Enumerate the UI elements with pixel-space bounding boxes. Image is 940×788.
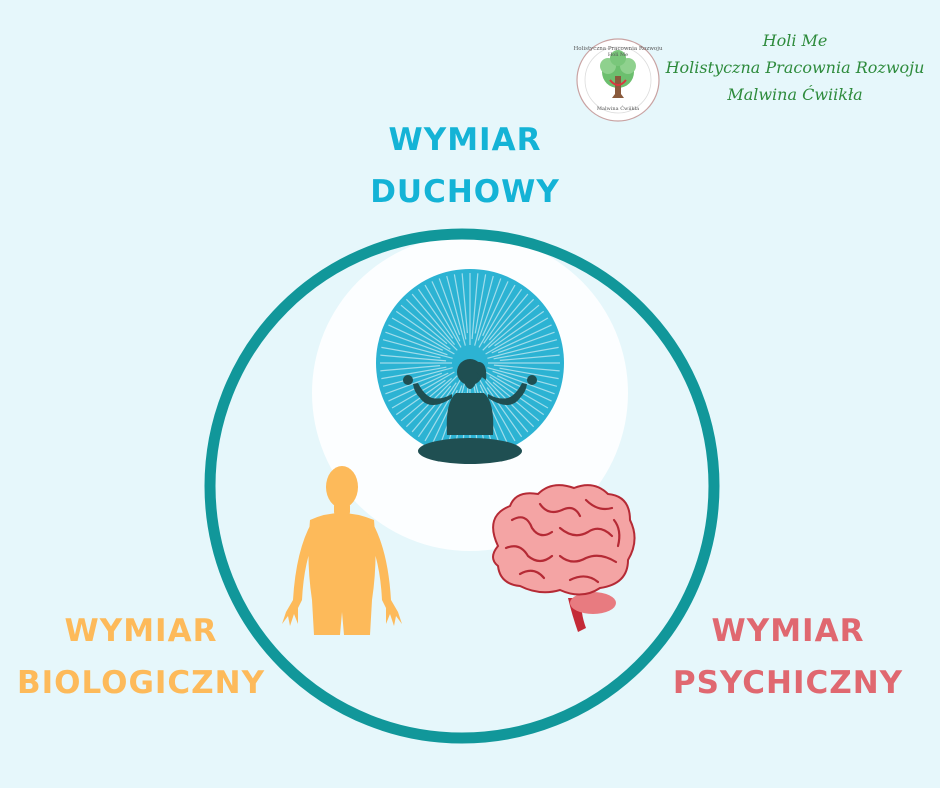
light-ray — [417, 382, 457, 438]
light-ray — [381, 346, 441, 359]
light-ray — [453, 274, 467, 340]
light-ray — [499, 354, 560, 361]
light-ray — [474, 274, 487, 334]
brand-name: Holi Me — [762, 31, 828, 50]
label-biological: WYMIAR BIOLOGICZNY — [6, 605, 276, 709]
light-ray — [431, 281, 461, 342]
light-ray — [474, 275, 494, 346]
light-ray — [417, 288, 454, 339]
light-ray — [411, 385, 452, 433]
light-ray — [492, 370, 555, 395]
brand-text: Holi Me Holistyczna Pracownia Rozwoju Ma… — [660, 27, 930, 108]
light-ray — [424, 284, 462, 348]
label-psychic-line2: PSYCHICZNY — [672, 665, 904, 701]
light-ray — [388, 324, 444, 351]
light-ray — [385, 372, 443, 395]
human-body-icon — [282, 466, 402, 635]
light-ray — [438, 278, 461, 336]
light-ray — [424, 378, 462, 442]
tree-logo-icon: Holistyczna Pracownia Rozwoju Holi Me Ma… — [574, 38, 663, 122]
light-ray — [461, 273, 468, 334]
label-biological-line1: WYMIAR — [64, 613, 218, 649]
light-ray — [485, 317, 549, 355]
label-spiritual-line1: WYMIAR — [388, 122, 542, 158]
light-ray — [477, 278, 502, 341]
light-ray — [487, 304, 540, 349]
light-ray — [483, 288, 523, 344]
brand-owner: Malwina Ćwiikła — [727, 85, 863, 104]
light-ray — [385, 331, 448, 356]
light-ray — [391, 317, 455, 355]
light-ray — [446, 275, 466, 346]
brain-icon — [492, 484, 636, 632]
light-ray — [494, 310, 545, 347]
light-ray — [491, 324, 552, 354]
light-ray — [381, 366, 447, 380]
light-ray — [482, 298, 535, 351]
light-ray — [395, 310, 451, 350]
light-ray — [497, 331, 555, 354]
light-ray — [391, 371, 455, 409]
main-ring — [204, 228, 720, 744]
light-ray — [486, 387, 523, 438]
label-spiritual: WYMIAR DUCHOWY — [340, 114, 590, 218]
light-ray — [488, 293, 529, 341]
light-ray — [478, 284, 516, 348]
light-ray — [471, 273, 479, 340]
light-ray — [405, 298, 458, 351]
label-psychic-line1: WYMIAR — [711, 613, 865, 649]
light-ray — [382, 367, 453, 387]
light-ray — [400, 304, 448, 345]
light-ray — [499, 367, 559, 380]
light-ray — [380, 354, 447, 362]
light-ray — [380, 365, 441, 372]
light-ray — [411, 293, 456, 346]
light-ray — [493, 346, 559, 360]
light-ray — [493, 364, 560, 372]
svg-text:Holi Me: Holi Me — [608, 52, 628, 58]
svg-text:Malwina Ćwiikła: Malwina Ćwiikła — [597, 104, 639, 112]
meditation-icon — [376, 269, 564, 464]
light-ray — [482, 281, 509, 337]
brand-subtitle: Holistyczna Pracownia Rozwoju — [665, 58, 925, 77]
label-biological-line2: BIOLOGICZNY — [16, 665, 266, 701]
light-ray — [485, 371, 549, 409]
label-psychic: WYMIAR PSYCHICZNY — [658, 605, 918, 709]
light-ray — [478, 378, 516, 442]
light-ray — [487, 367, 558, 387]
light-ray — [484, 380, 529, 433]
svg-text:Holistyczna Pracownia Rozwoju: Holistyczna Pracownia Rozwoju — [574, 46, 663, 52]
light-ray — [487, 339, 558, 359]
label-spiritual-line2: DUCHOWY — [370, 174, 560, 210]
light-ray — [382, 339, 453, 359]
